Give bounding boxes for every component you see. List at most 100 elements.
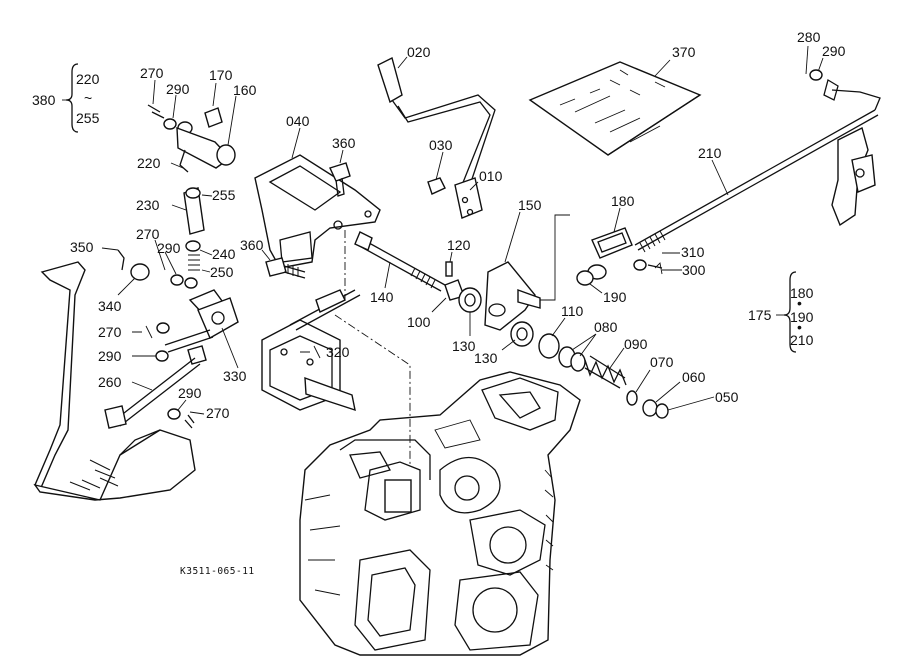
callout-label: 050: [715, 389, 739, 405]
callout-label: 220: [137, 155, 161, 171]
callout-270-mid: 270: [136, 226, 166, 271]
group-parent-label: 380: [32, 92, 56, 108]
callout-label: 290: [157, 240, 181, 256]
callout-060: 060: [655, 369, 706, 403]
callout-120: 120: [447, 237, 471, 263]
callout-100: 100: [407, 297, 447, 330]
callout-370: 370: [654, 44, 696, 77]
callout-label: 290: [98, 348, 122, 364]
callout-label: 330: [223, 368, 247, 384]
callout-label: 270: [136, 226, 160, 242]
callout-270-bottom: 270: [189, 405, 230, 421]
callout-350: 350: [70, 239, 119, 255]
callout-260: 260: [98, 374, 153, 391]
callout-label: 240: [212, 246, 236, 262]
group-separator: ~: [84, 90, 92, 106]
callout-label: 270: [98, 324, 122, 340]
callout-150: 150: [504, 197, 542, 263]
callout-020: 020: [397, 44, 431, 69]
callout-240: 240: [199, 246, 236, 262]
group-380: 380 220 ~ 255: [32, 63, 100, 133]
callout-label: 010: [479, 168, 503, 184]
group-separator: •: [797, 319, 802, 335]
callout-040: 040: [286, 113, 310, 159]
callout-label: 360: [240, 237, 264, 253]
callout-220: 220: [137, 155, 184, 171]
callout-label: 080: [594, 319, 618, 335]
callout-130-upper: 130: [452, 312, 476, 354]
callout-label: 180: [611, 193, 635, 209]
callout-190: 190: [589, 283, 627, 305]
group-parent-label: 175: [748, 307, 772, 323]
callout-310: 310: [662, 244, 705, 260]
callout-320: 320: [300, 344, 350, 360]
callout-label: 060: [682, 369, 706, 385]
callout-070: 070: [635, 354, 674, 393]
callout-label: 160: [233, 82, 257, 98]
callout-label: 070: [650, 354, 674, 370]
callout-270-lower: 270: [98, 324, 153, 340]
group-member-label: 210: [790, 332, 814, 348]
callout-255: 255: [201, 187, 236, 203]
callout-330: 330: [221, 327, 247, 384]
callout-label: 170: [209, 67, 233, 83]
callout-290-mid: 290: [157, 240, 181, 275]
callout-300: 300: [654, 262, 706, 278]
callout-label: 350: [70, 239, 94, 255]
mount-plate: [261, 289, 361, 412]
callout-label: 260: [98, 374, 122, 390]
callout-label: 290: [178, 385, 202, 401]
group-member-label: 180: [790, 285, 814, 301]
callout-010: 010: [469, 168, 503, 191]
callout-label: 370: [672, 44, 696, 60]
callout-270-top: 270: [140, 65, 164, 105]
callout-140: 140: [370, 261, 394, 305]
callout-label: 310: [681, 244, 705, 260]
callout-label: 210: [698, 145, 722, 161]
callout-label: 020: [407, 44, 431, 60]
long-rod: [634, 78, 881, 253]
callout-130-lower: 130: [474, 339, 516, 366]
group-member-label: 255: [76, 110, 100, 126]
group-member-label: 190: [790, 309, 814, 325]
callout-label: 130: [452, 338, 476, 354]
callout-180: 180: [611, 193, 635, 233]
callout-label: 290: [822, 43, 846, 59]
callout-label: 030: [429, 137, 453, 153]
callout-label: 090: [624, 336, 648, 352]
upper-linkage: [147, 104, 236, 316]
callout-label: 130: [474, 350, 498, 366]
callout-360-top: 360: [332, 135, 356, 164]
callout-label: 250: [210, 264, 234, 280]
callout-280: 280: [797, 29, 821, 75]
callout-170: 170: [209, 67, 233, 107]
group-separator: •: [797, 295, 802, 311]
pedal-linkage: [104, 297, 239, 429]
yoke-and-pin: [576, 227, 663, 286]
callout-290-top: 290: [166, 81, 190, 119]
bolt-assembly: [265, 257, 306, 279]
callout-label: 120: [447, 237, 471, 253]
callout-230: 230: [136, 197, 187, 213]
assembly-leaders: [334, 214, 570, 465]
callout-label: 110: [561, 303, 584, 319]
callout-label: 280: [797, 29, 821, 45]
callout-label: 320: [326, 344, 350, 360]
callout-290-lower: 290: [98, 348, 156, 364]
callout-110: 110: [551, 303, 584, 337]
callout-label: 270: [206, 405, 230, 421]
callout-label: 360: [332, 135, 356, 151]
callout-210: 210: [698, 145, 729, 196]
figure-code: K3511-065-11: [180, 566, 255, 577]
callout-label: 140: [370, 289, 394, 305]
callout-label: 340: [98, 298, 122, 314]
clutch-pedal: [33, 249, 196, 501]
callout-label: 190: [603, 289, 627, 305]
callout-label: 270: [140, 65, 164, 81]
group-member-label: 220: [76, 71, 100, 87]
callout-label: 040: [286, 113, 310, 129]
callout-label: 300: [682, 262, 706, 278]
callout-290-bottom: 290: [177, 385, 202, 411]
